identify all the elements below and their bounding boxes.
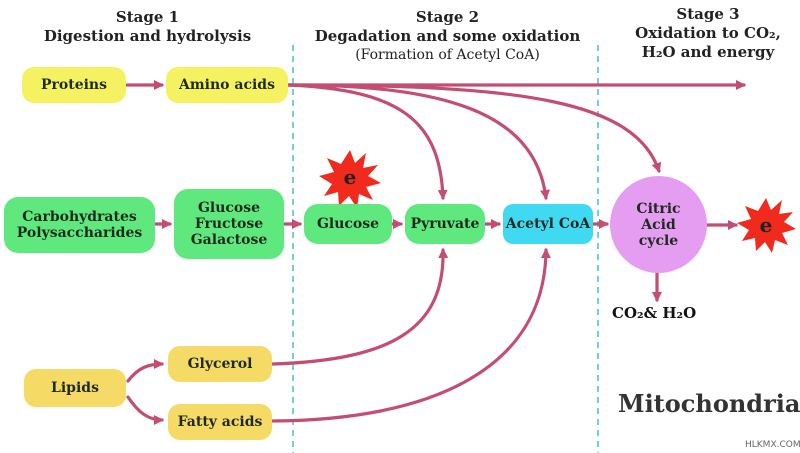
arrow-amino-citric	[287, 83, 662, 173]
energy-label-glucose: e	[343, 165, 357, 189]
stage-3-desc-2: H₂O and energy	[641, 43, 775, 61]
watermark: HLKMX.COM	[745, 440, 800, 450]
energy-burst-glucose	[319, 150, 381, 208]
node-acetyl-coa: Acetyl CoA	[503, 204, 593, 244]
stage-3-header: Stage 3 Oxidation to CO₂, H₂O and energy	[618, 5, 798, 62]
stage-2-header: Stage 2 Degadation and some oxidation (F…	[305, 8, 590, 65]
mitochondria-label: Mitochondria	[618, 389, 800, 418]
energy-label-citric: e	[759, 213, 773, 237]
stage-1-desc: Digestion and hydrolysis	[43, 27, 252, 45]
stage-2-title: Stage 2	[415, 8, 480, 26]
arrow-lipids-fatty	[126, 395, 164, 425]
node-fatty-acids: Fatty acids	[168, 404, 272, 440]
node-proteins: Proteins	[22, 67, 126, 103]
stage-2-subdesc: (Formation of Acetyl CoA)	[355, 47, 540, 63]
node-lipids: Lipids	[24, 369, 126, 407]
stage-3-desc-1: Oxidation to CO₂,	[635, 24, 781, 42]
products-label: CO₂& H₂O	[612, 304, 697, 322]
arrow-fatty-acetyl	[271, 248, 551, 423]
arrow-lipids-glycerol	[126, 359, 164, 383]
stage-1-header: Stage 1 Digestion and hydrolysis	[35, 8, 260, 46]
stage-1-title: Stage 1	[115, 8, 180, 26]
node-citric-acid-cycle: Citric Acid cycle	[610, 176, 707, 273]
arrow-amino-pyruvate	[287, 83, 448, 200]
energy-burst-citric	[737, 198, 796, 253]
stage-3-title: Stage 3	[676, 5, 740, 23]
node-amino-acids: Amino acids	[166, 67, 288, 103]
node-glycerol: Glycerol	[168, 346, 272, 382]
node-sugars: Glucose Fructose Galactose	[174, 189, 284, 259]
stage-2-desc: Degadation and some oxidation	[314, 27, 581, 45]
arrow-glycerol-pyruvate	[271, 248, 449, 366]
node-pyruvate: Pyruvate	[405, 204, 485, 244]
node-carbohydrates: Carbohydrates Polysaccharides	[4, 197, 155, 253]
node-glucose: Glucose	[304, 204, 392, 244]
